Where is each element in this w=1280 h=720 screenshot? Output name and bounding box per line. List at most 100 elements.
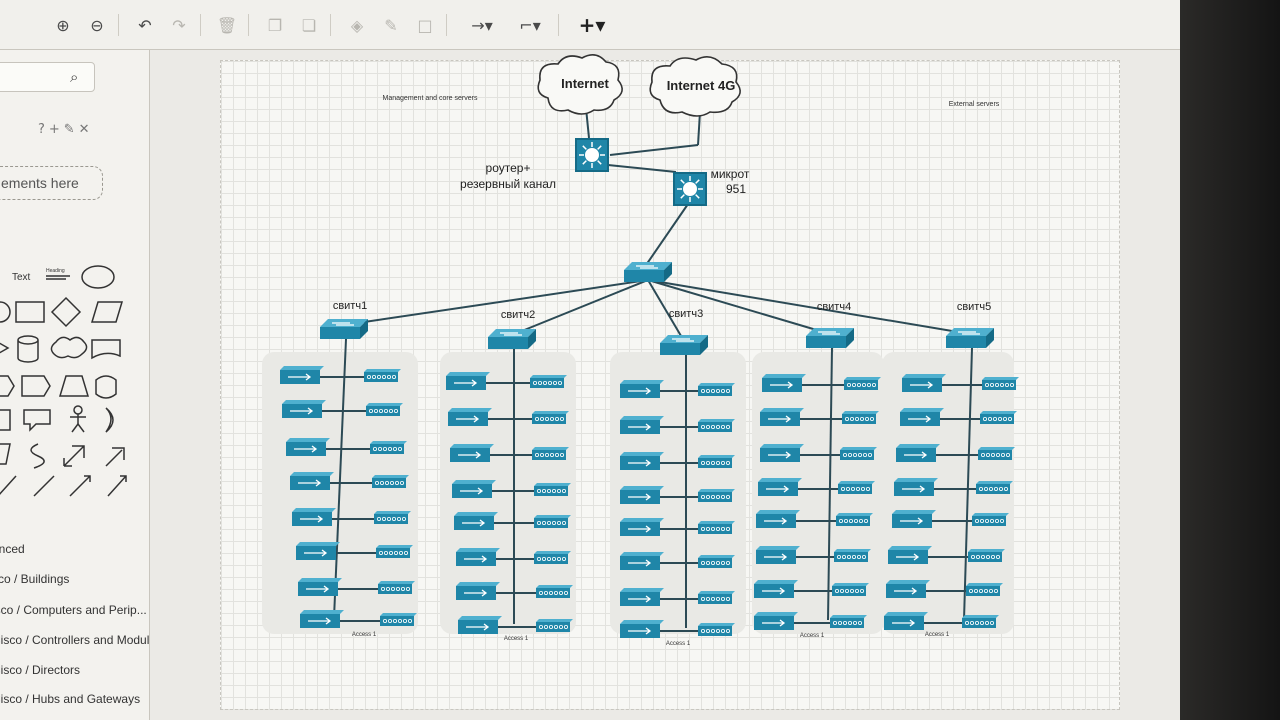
- access-switch[interactable]: [620, 380, 664, 398]
- access-switch[interactable]: [290, 472, 334, 490]
- access-switch[interactable]: [896, 444, 940, 462]
- access-switch[interactable]: [756, 510, 800, 528]
- access-switch[interactable]: [754, 612, 798, 630]
- access-hub[interactable]: [980, 411, 1017, 424]
- access-hub[interactable]: [698, 623, 735, 636]
- insert-button[interactable]: +▾: [572, 12, 612, 38]
- to-front-button[interactable]: ❐: [262, 12, 288, 38]
- access-hub[interactable]: [966, 583, 1003, 596]
- core-switch[interactable]: [624, 262, 672, 282]
- access-hub[interactable]: [972, 513, 1009, 526]
- shape-tape[interactable]: [95, 375, 117, 399]
- access-switch[interactable]: [756, 546, 800, 564]
- distribution-switch-5[interactable]: [946, 328, 994, 348]
- router-backup-channel[interactable]: [575, 138, 609, 172]
- shape-curve[interactable]: [30, 443, 45, 469]
- access-switch[interactable]: [280, 366, 324, 384]
- access-switch[interactable]: [620, 620, 664, 638]
- access-hub[interactable]: [380, 613, 417, 626]
- sidebar-category[interactable]: Cisco / Controllers and Modul...: [0, 633, 150, 647]
- access-switch[interactable]: [884, 612, 928, 630]
- sidebar-category[interactable]: anced: [0, 542, 25, 556]
- access-switch[interactable]: [282, 400, 326, 418]
- access-switch[interactable]: [620, 486, 664, 504]
- shape-dashed-line[interactable]: [33, 475, 55, 497]
- access-hub[interactable]: [982, 377, 1019, 390]
- access-switch[interactable]: [894, 478, 938, 496]
- access-hub[interactable]: [378, 581, 415, 594]
- shape-line[interactable]: [0, 475, 17, 496]
- access-hub[interactable]: [698, 489, 735, 502]
- access-hub[interactable]: [364, 369, 401, 382]
- shape-callout[interactable]: [23, 409, 51, 432]
- shape-rhombus[interactable]: [50, 296, 82, 328]
- access-switch[interactable]: [446, 372, 490, 390]
- access-switch[interactable]: [620, 518, 664, 536]
- access-switch[interactable]: [456, 548, 500, 566]
- shape-cylinder[interactable]: [17, 335, 39, 363]
- shape-process[interactable]: [21, 375, 51, 397]
- access-hub[interactable]: [698, 419, 735, 432]
- access-switch[interactable]: [620, 452, 664, 470]
- shape-ellipse[interactable]: [81, 265, 115, 289]
- access-hub[interactable]: [978, 447, 1015, 460]
- connection-style-button[interactable]: →▾: [462, 12, 502, 38]
- access-switch[interactable]: [886, 580, 930, 598]
- shape-heading[interactable]: Heading: [46, 268, 70, 280]
- link-mikrotik-core[interactable]: [643, 203, 689, 269]
- sidebar-category[interactable]: Cisco / Hubs and Gateways: [0, 692, 141, 706]
- access-switch[interactable]: [450, 444, 494, 462]
- shape-connector[interactable]: [107, 475, 127, 497]
- access-switch[interactable]: [300, 610, 344, 628]
- access-hub[interactable]: [534, 551, 571, 564]
- shape-circle[interactable]: [0, 301, 11, 323]
- access-hub[interactable]: [834, 549, 871, 562]
- shape-arrow[interactable]: [105, 447, 125, 467]
- access-hub[interactable]: [832, 583, 869, 596]
- access-hub[interactable]: [534, 515, 571, 528]
- access-hub[interactable]: [698, 591, 735, 604]
- access-switch[interactable]: [286, 438, 330, 456]
- shape-actor[interactable]: [70, 405, 86, 433]
- access-hub[interactable]: [536, 619, 573, 632]
- shape-directional-connector[interactable]: [69, 475, 91, 497]
- access-switch[interactable]: [620, 416, 664, 434]
- access-hub[interactable]: [698, 555, 735, 568]
- cloud-internet[interactable]: Internet: [537, 54, 623, 115]
- link-4g-uplink[interactable]: [697, 111, 701, 146]
- scratchpad-drop-zone[interactable]: ements here: [0, 166, 103, 200]
- link-core-switch5[interactable]: [647, 279, 971, 335]
- access-hub[interactable]: [962, 615, 999, 628]
- mikrotik-951-router[interactable]: [673, 172, 707, 206]
- trunk-line[interactable]: [827, 347, 833, 621]
- shape-text[interactable]: Text: [12, 272, 31, 283]
- link-core-switch2[interactable]: [511, 279, 649, 336]
- access-switch[interactable]: [892, 510, 936, 528]
- shape-or[interactable]: [105, 407, 114, 433]
- access-switch[interactable]: [754, 580, 798, 598]
- access-hub[interactable]: [366, 403, 403, 416]
- access-hub[interactable]: [844, 377, 881, 390]
- access-switch[interactable]: [296, 542, 340, 560]
- scratchpad-tools[interactable]: ?+✎✕: [38, 122, 94, 137]
- access-hub[interactable]: [532, 447, 569, 460]
- access-switch[interactable]: [620, 588, 664, 606]
- undo-button[interactable]: ↶: [132, 12, 158, 38]
- waypoints-button[interactable]: ⌐▾: [510, 12, 550, 38]
- shape-card[interactable]: [0, 443, 11, 465]
- access-switch[interactable]: [298, 578, 342, 596]
- access-switch[interactable]: [758, 478, 802, 496]
- sidebar-category[interactable]: Cisco / Directors: [0, 663, 81, 677]
- distribution-switch-1[interactable]: [320, 319, 368, 339]
- to-back-button[interactable]: ❏: [296, 12, 322, 38]
- access-hub[interactable]: [530, 375, 567, 388]
- access-switch[interactable]: [760, 408, 804, 426]
- access-switch[interactable]: [452, 480, 496, 498]
- access-switch[interactable]: [760, 444, 804, 462]
- search-icon[interactable]: ⌕: [70, 68, 79, 86]
- trunk-line[interactable]: [963, 347, 973, 621]
- shape-trapezoid[interactable]: [58, 375, 90, 397]
- zoom-out-button[interactable]: ⊖: [84, 12, 110, 38]
- access-hub[interactable]: [698, 455, 735, 468]
- access-hub[interactable]: [830, 615, 867, 628]
